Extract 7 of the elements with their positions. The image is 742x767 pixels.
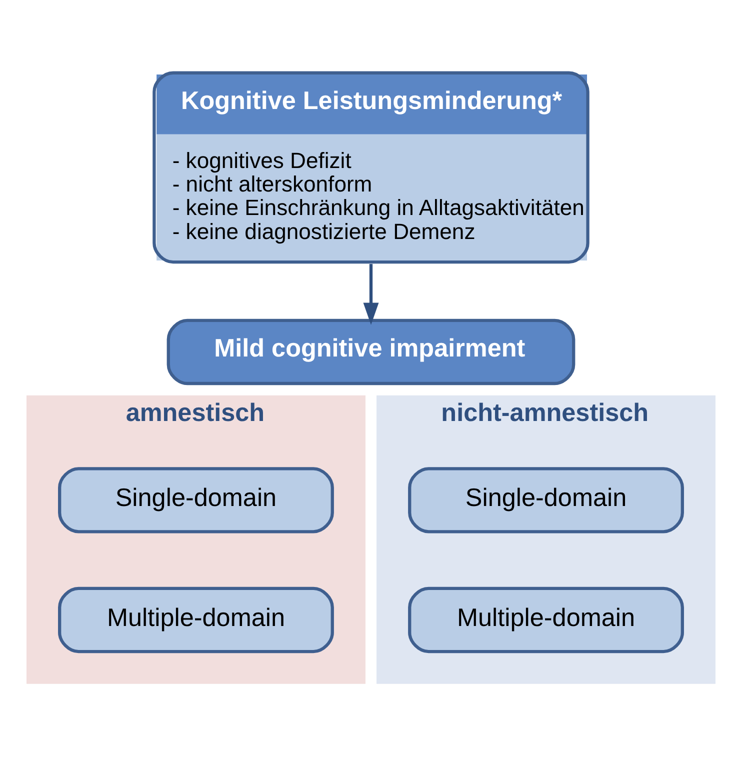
node-box: Kognitive Leistungsminderung* - kognitives Defizit - nicht alterskonform - keine Einschränkung in Alltagsaktivitäten - keine diagnostizierte Demenz bbox=[152, 71, 590, 264]
node-box: Single-domain bbox=[408, 467, 684, 534]
node-box: Single-domain bbox=[58, 467, 334, 534]
node-box: Multiple-domain bbox=[408, 586, 684, 654]
arrow bbox=[363, 264, 379, 325]
node-box: Mild cognitive impairment bbox=[166, 318, 576, 386]
node-box: Multiple-domain bbox=[58, 586, 334, 654]
